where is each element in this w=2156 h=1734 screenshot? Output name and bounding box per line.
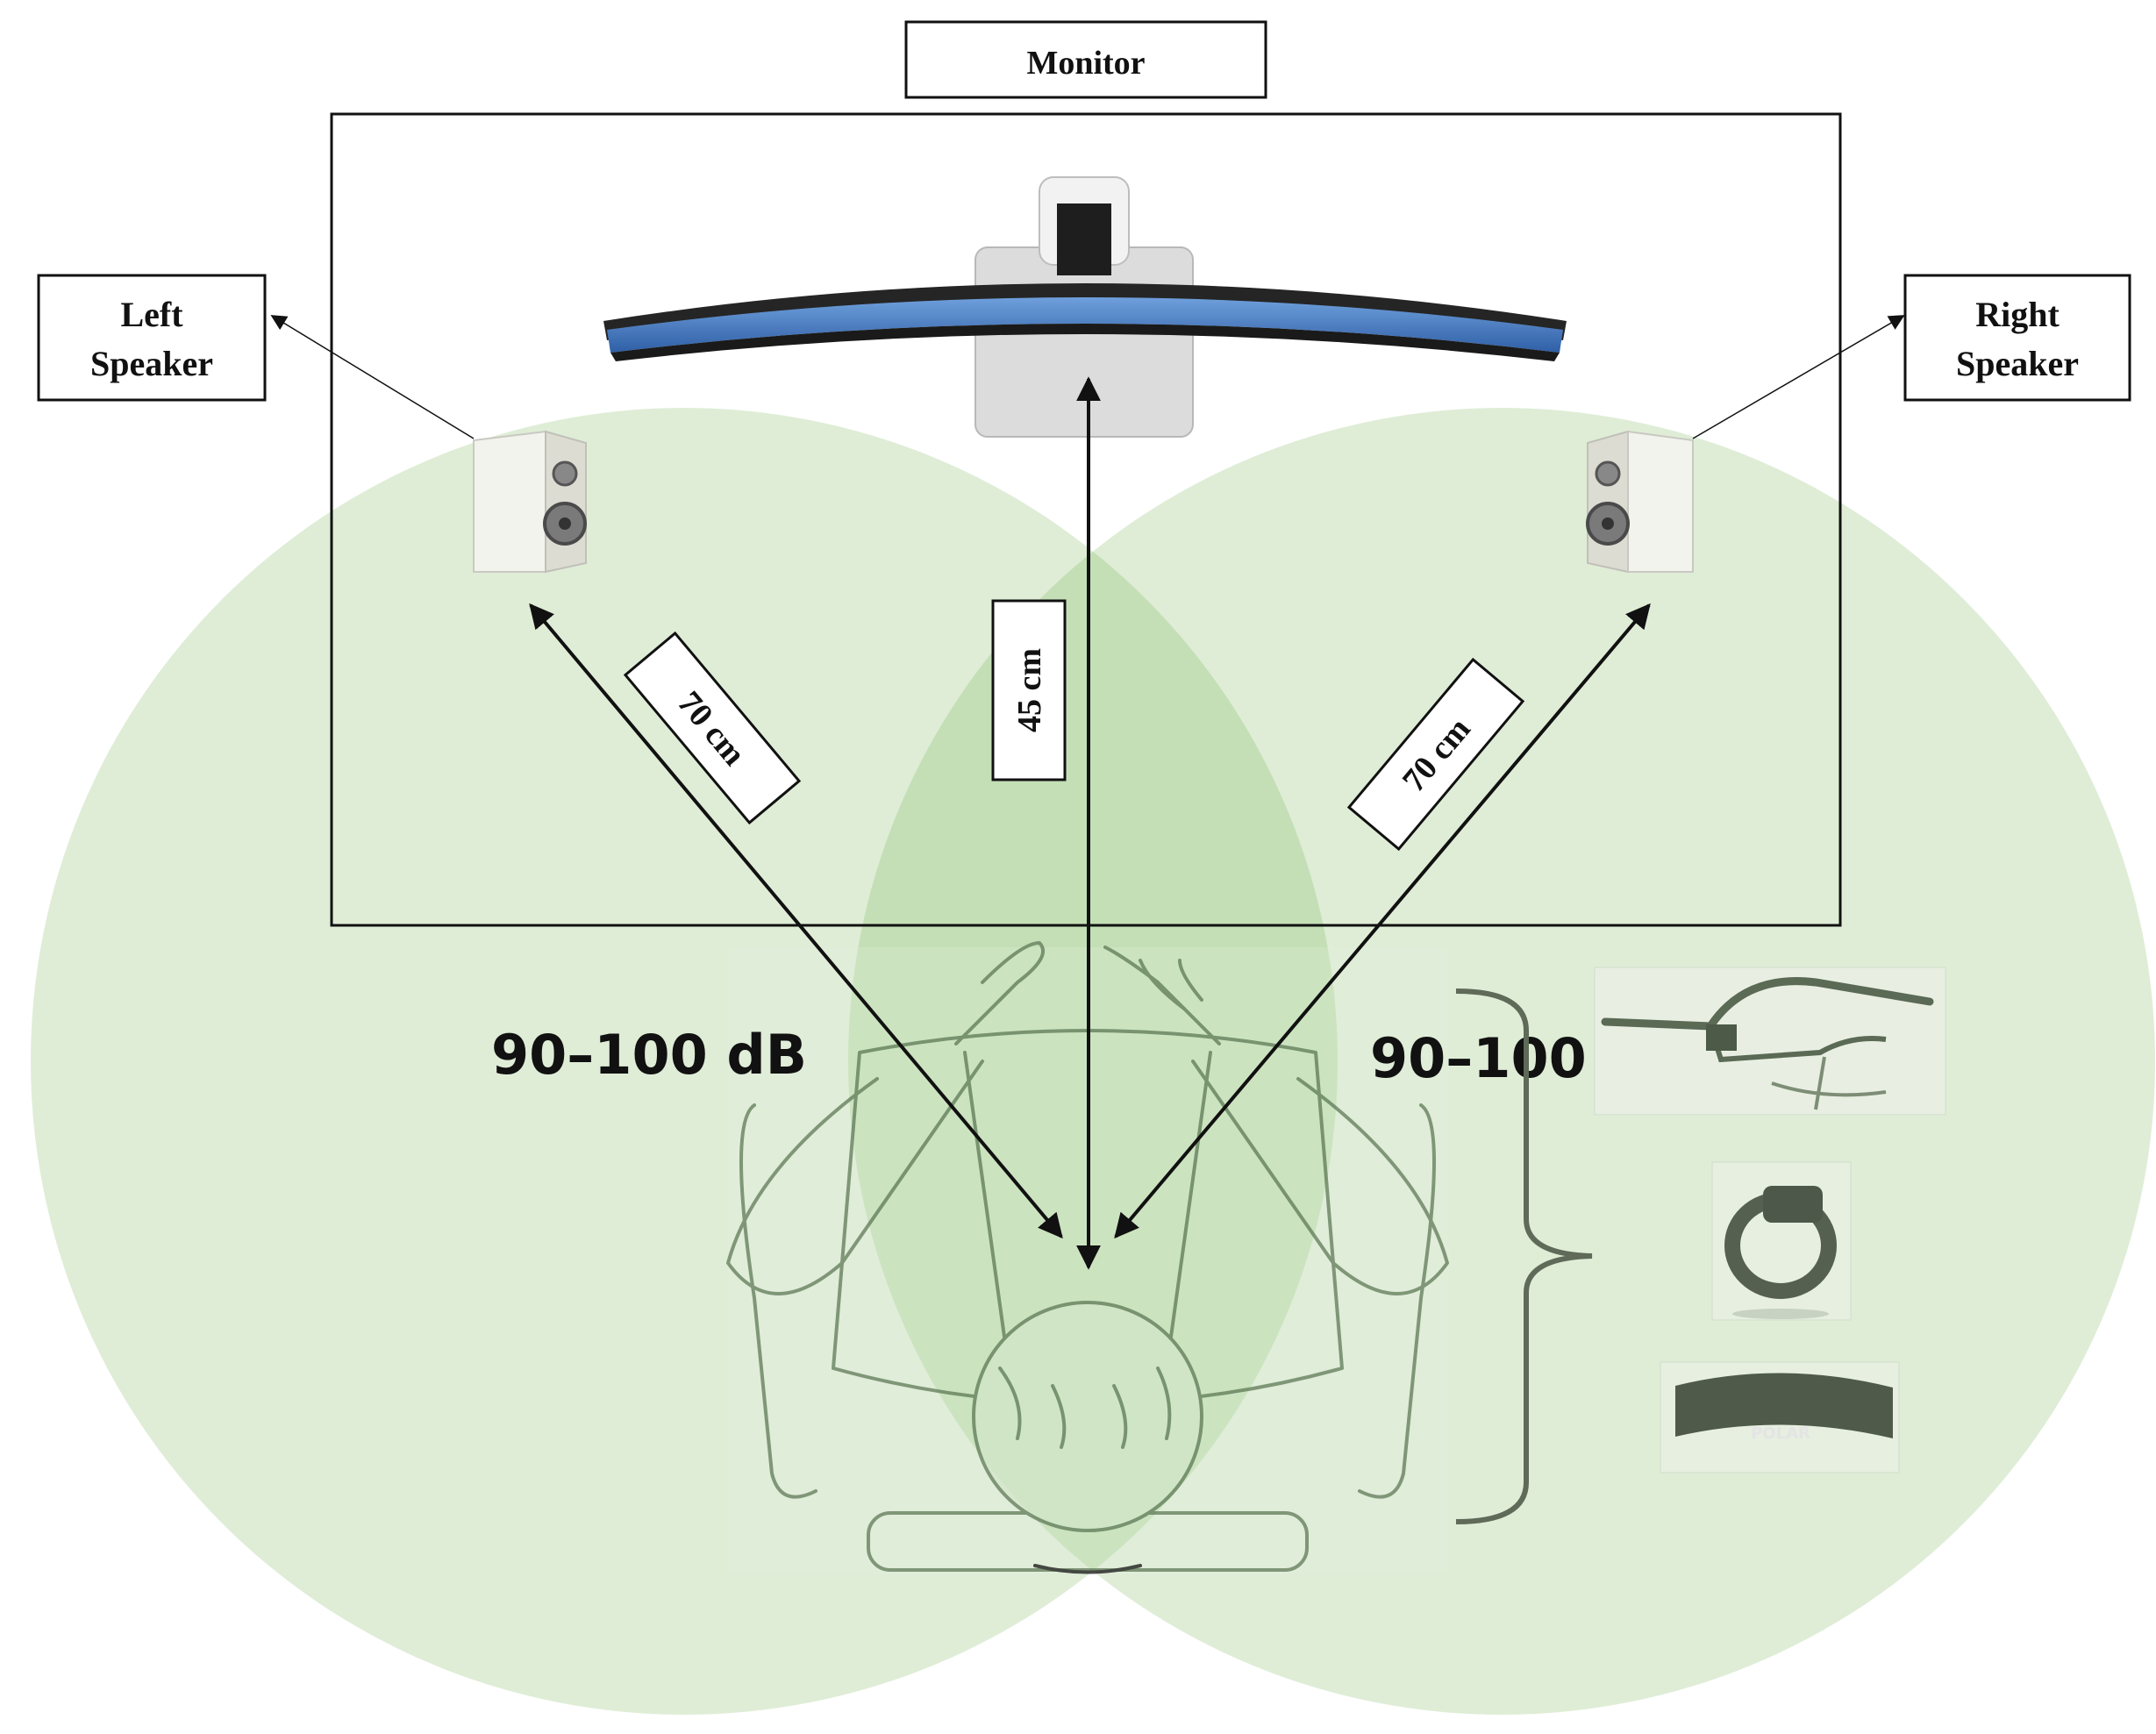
left-speaker-label-line1: Left (120, 295, 183, 334)
right-speaker-callout-line (1692, 315, 1905, 439)
arrow-left-70cm (529, 603, 1063, 1239)
monitor-image (603, 283, 1567, 361)
device-group-brace (1455, 988, 1593, 1524)
chest-strap-image: POLAR (1660, 1361, 1900, 1474)
chest-strap-brand-text: POLAR (1751, 1424, 1810, 1443)
left-speaker-image (473, 430, 587, 574)
db-level-left: 90–100 dB (491, 1023, 807, 1087)
distance-label-center-text: 45 cm (1011, 648, 1048, 732)
monitor-label-text: Monitor (1026, 45, 1145, 82)
arrow-right-70cm (1114, 603, 1651, 1239)
monitor-label: Monitor (904, 20, 1267, 99)
distance-arrows (529, 376, 1651, 1270)
right-speaker-label: Right Speaker (1903, 274, 2131, 402)
eye-tracker-glasses-image (1594, 967, 1946, 1116)
wristband-image (1711, 1161, 1852, 1321)
left-speaker-label-line2: Speaker (90, 344, 213, 383)
right-speaker-label-line2: Speaker (1956, 344, 2079, 383)
right-speaker-label-line1: Right (1975, 295, 2060, 334)
right-speaker-image (1586, 430, 1694, 574)
distance-label-center: 45 cm (991, 599, 1067, 781)
left-speaker-callout-line (270, 315, 475, 439)
left-speaker-label: Left Speaker (37, 274, 267, 402)
